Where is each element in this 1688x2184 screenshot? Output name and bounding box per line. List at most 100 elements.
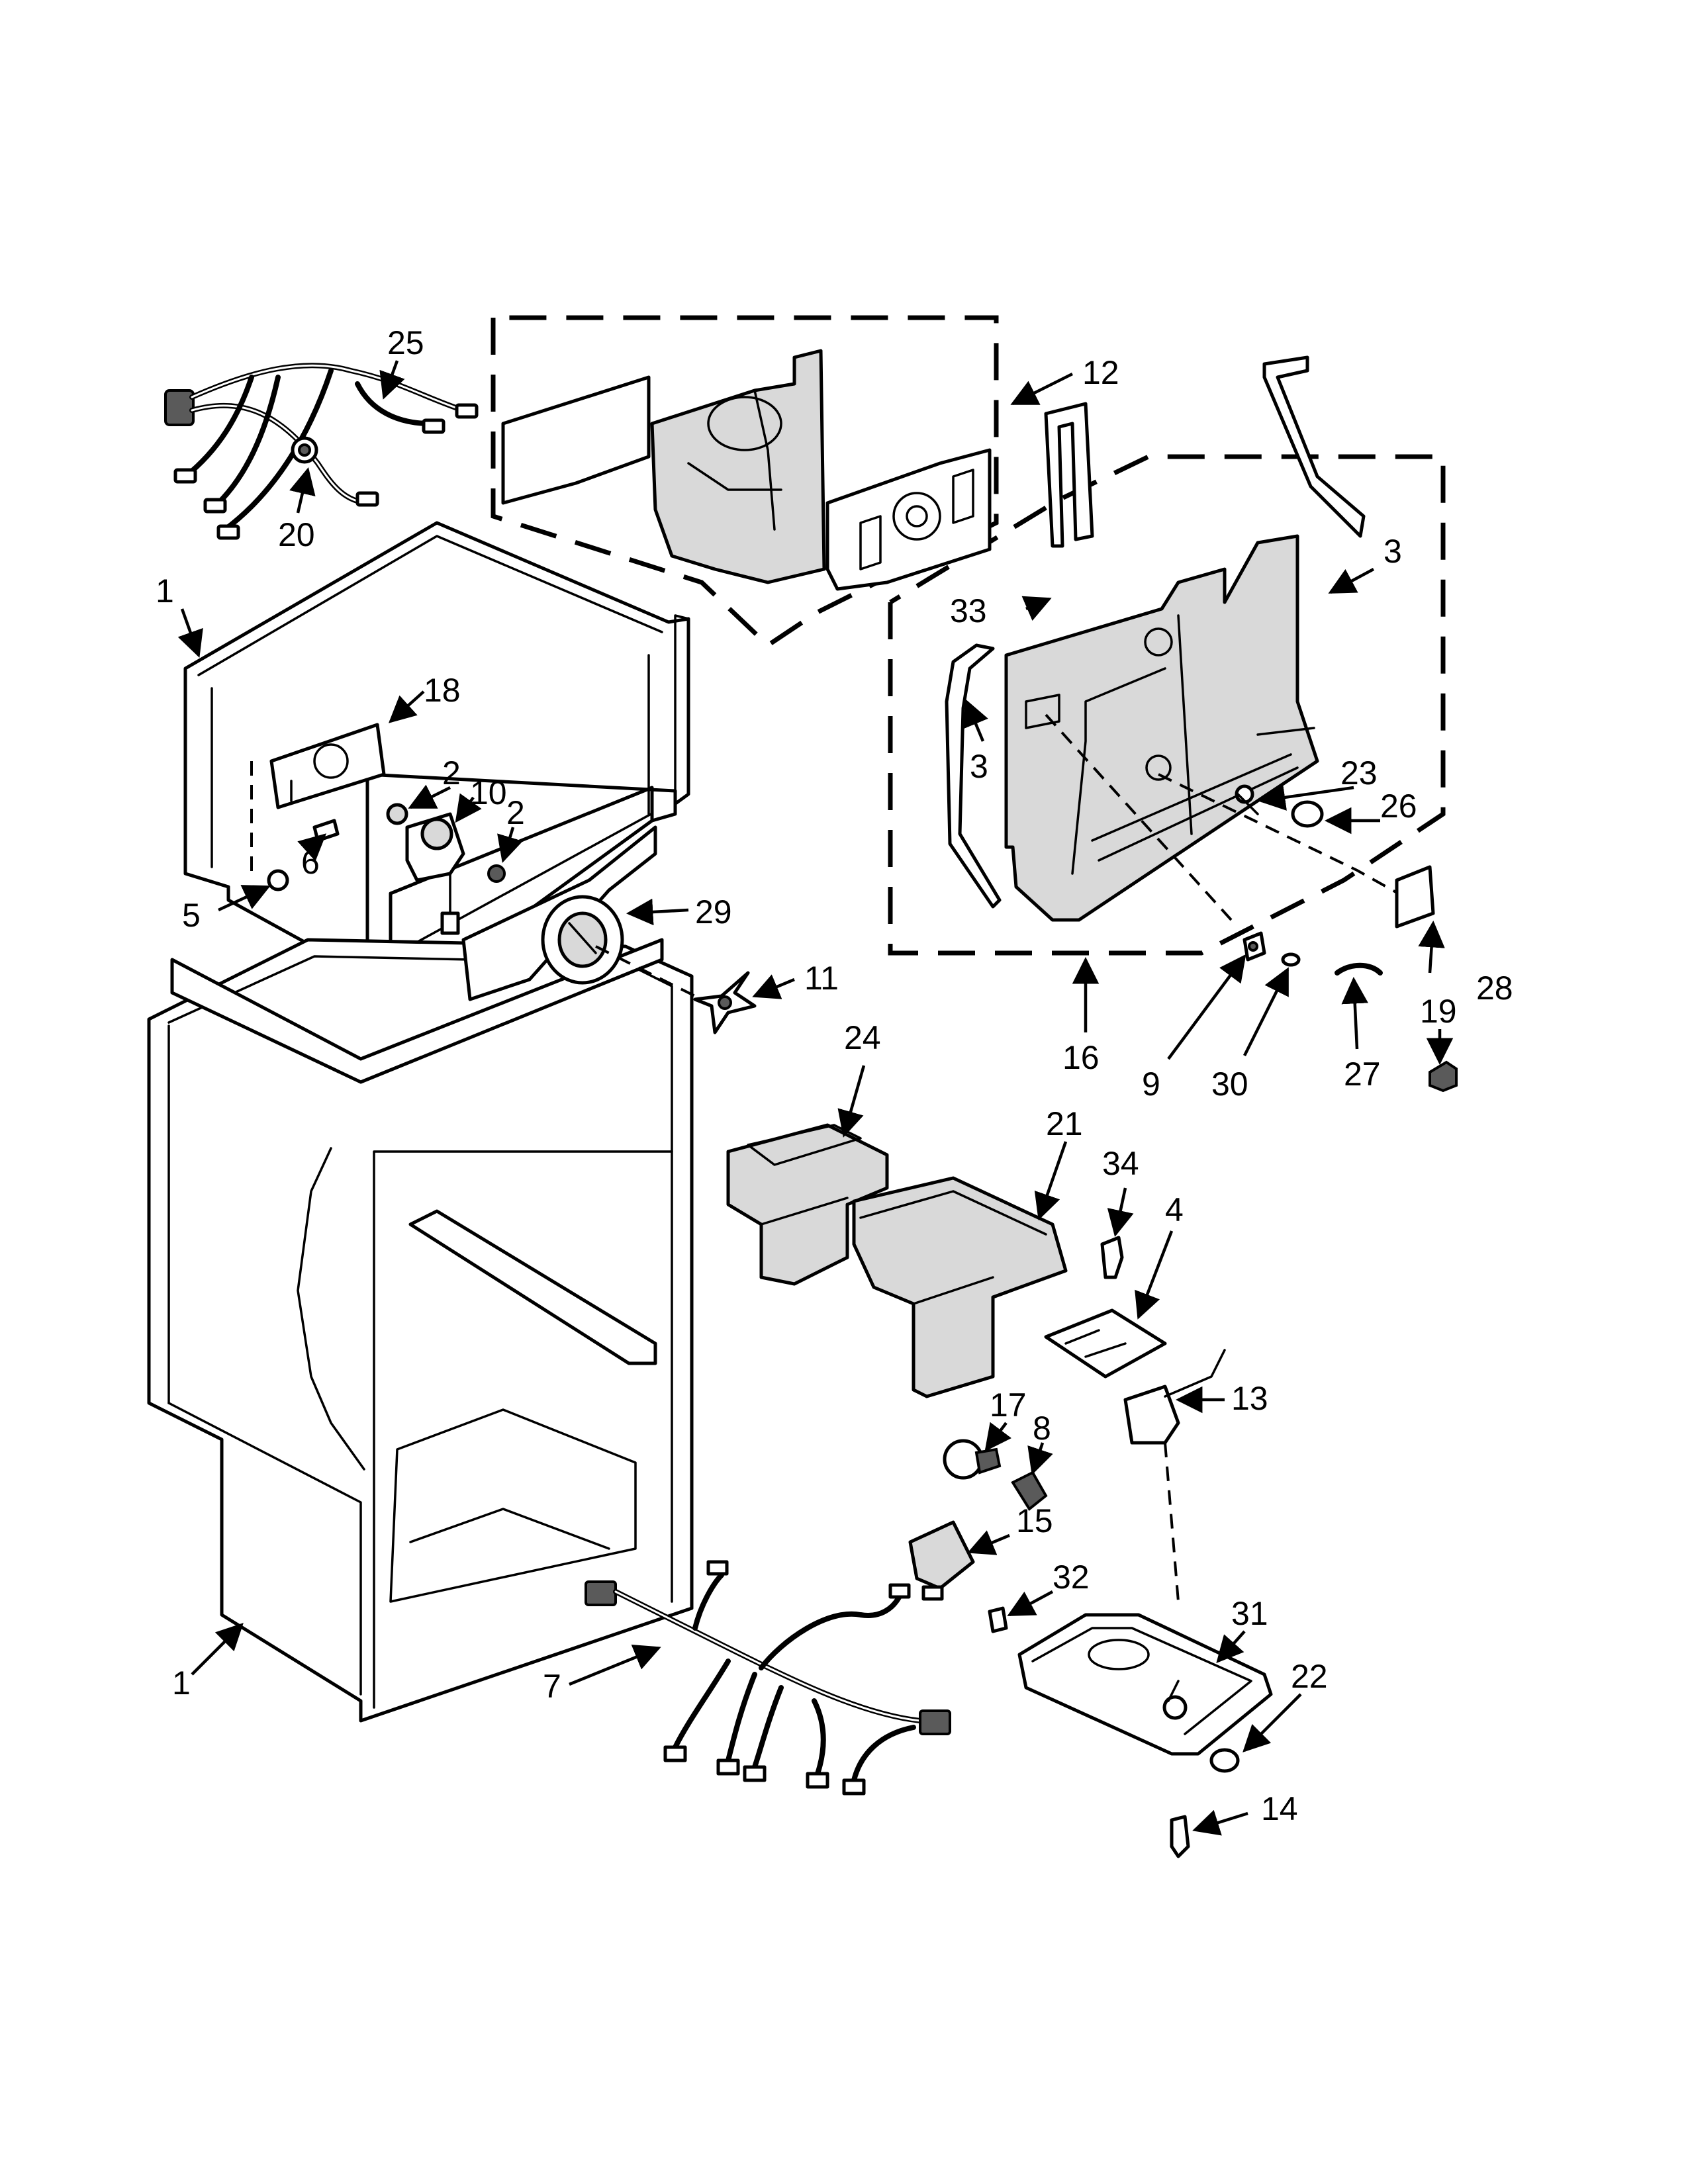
clip-19: [1429, 1060, 1458, 1093]
leader-2a: [408, 784, 451, 809]
callout-25: 25: [387, 324, 424, 361]
leader-23: [1258, 784, 1354, 811]
thermostat-13: [1123, 1349, 1226, 1445]
leader-7: [569, 1644, 661, 1686]
leader-30: [1243, 967, 1289, 1057]
callout-2b: 2: [506, 794, 525, 831]
callout-21: 21: [1046, 1105, 1083, 1142]
fan-blade-11: [693, 971, 757, 1034]
wire-harness-top: [164, 363, 479, 540]
leader-11: [752, 974, 795, 999]
control-housing-24: [726, 1123, 889, 1286]
callout-28: 28: [1476, 970, 1513, 1007]
group-12-outline: [491, 315, 999, 649]
screw-14: [1170, 1815, 1190, 1858]
screw-34: [1100, 1236, 1124, 1279]
leader-10: [455, 793, 482, 823]
leader-4: [1135, 1230, 1174, 1320]
screw-32: [988, 1606, 1008, 1633]
fan-shroud-29: [461, 825, 657, 1001]
leader-20: [289, 467, 316, 514]
leader-8: [1027, 1442, 1053, 1475]
callout-30: 30: [1211, 1066, 1248, 1103]
callout-10: 10: [470, 774, 507, 811]
control-board-4: [1044, 1308, 1167, 1379]
knob-22: [1209, 1748, 1240, 1773]
leader-3-right: [1328, 568, 1375, 594]
fan-axis: [595, 945, 702, 1001]
callout-8: 8: [1033, 1410, 1051, 1447]
callout-32: 32: [1053, 1559, 1090, 1596]
washer-30: [1281, 952, 1301, 967]
leader-34: [1107, 1187, 1134, 1237]
callout-11: 11: [804, 960, 839, 997]
leader-15: [967, 1530, 1010, 1555]
leader-22: [1243, 1693, 1302, 1752]
callout-5: 5: [182, 897, 201, 934]
callout-12: 12: [1082, 354, 1119, 391]
leader-14: [1192, 1809, 1248, 1836]
callout-1-top: 1: [156, 572, 174, 610]
leader-2b: [497, 827, 523, 863]
leader-24: [837, 1065, 866, 1138]
callout-19: 19: [1420, 993, 1457, 1030]
callout-3-left: 3: [970, 748, 988, 785]
callout-22: 22: [1291, 1658, 1328, 1695]
callout-15: 15: [1016, 1502, 1053, 1539]
leader-18: [388, 690, 425, 723]
leader-1-bottom: [191, 1623, 244, 1676]
callout-27: 27: [1344, 1056, 1381, 1093]
duct-cover: [825, 448, 992, 591]
wire-harness-bottom: [585, 1560, 951, 1796]
leader-3-left: [963, 699, 988, 742]
evap-heater-bracket-18: [269, 723, 386, 809]
callout-31: 31: [1231, 1595, 1268, 1632]
mullion-strip: [170, 938, 664, 1084]
control-housing-21: [852, 1176, 1068, 1398]
leader-21: [1034, 1141, 1068, 1220]
evaporator-cover: [1004, 534, 1319, 922]
light-housing-31: [1017, 1613, 1273, 1756]
foam-strip-33: [1044, 402, 1094, 548]
leader-6: [297, 833, 327, 862]
callout-6: 6: [301, 844, 320, 881]
callout-3-right: 3: [1383, 533, 1402, 570]
foam-strip-3-right: [1262, 355, 1366, 538]
callout-24: 24: [844, 1019, 881, 1056]
screw-23: [1235, 784, 1259, 815]
callout-23: 23: [1340, 754, 1378, 792]
plug-26: [1291, 800, 1324, 828]
callout-7: 7: [543, 1668, 561, 1705]
screw-axis-23: [1158, 773, 1411, 901]
socket-8: [1011, 1471, 1048, 1511]
callout-13: 13: [1231, 1380, 1268, 1417]
callout-9: 9: [1142, 1066, 1160, 1103]
seal-27: [1335, 962, 1383, 976]
grommet-2a: [386, 803, 408, 825]
duct-main: [650, 349, 826, 584]
leader-5: [218, 885, 271, 912]
duct-panel-flat: [501, 375, 651, 505]
leader-17: [984, 1422, 1012, 1452]
leader-25: [379, 360, 405, 400]
leader-33: [1021, 596, 1052, 621]
leader-27: [1341, 976, 1368, 1050]
screw-5: [250, 761, 289, 891]
callout-29: 29: [695, 893, 732, 931]
leader-32: [1007, 1590, 1054, 1616]
callout-33: 33: [950, 592, 987, 629]
callout-1-bottom: 1: [172, 1664, 191, 1702]
callout-20: 20: [278, 516, 315, 553]
callout-18: 18: [424, 672, 461, 709]
foam-strip-3-left: [945, 643, 1002, 909]
callout-16: 16: [1062, 1039, 1100, 1076]
callout-2a: 2: [442, 754, 461, 792]
leader-9: [1167, 954, 1246, 1060]
shelf-rail: [408, 1209, 657, 1365]
leader-1-top: [177, 608, 203, 658]
light-shield-15: [908, 1520, 975, 1590]
callout-26: 26: [1380, 788, 1417, 825]
leader-31: [1216, 1630, 1246, 1664]
cover-28: [1395, 865, 1435, 929]
